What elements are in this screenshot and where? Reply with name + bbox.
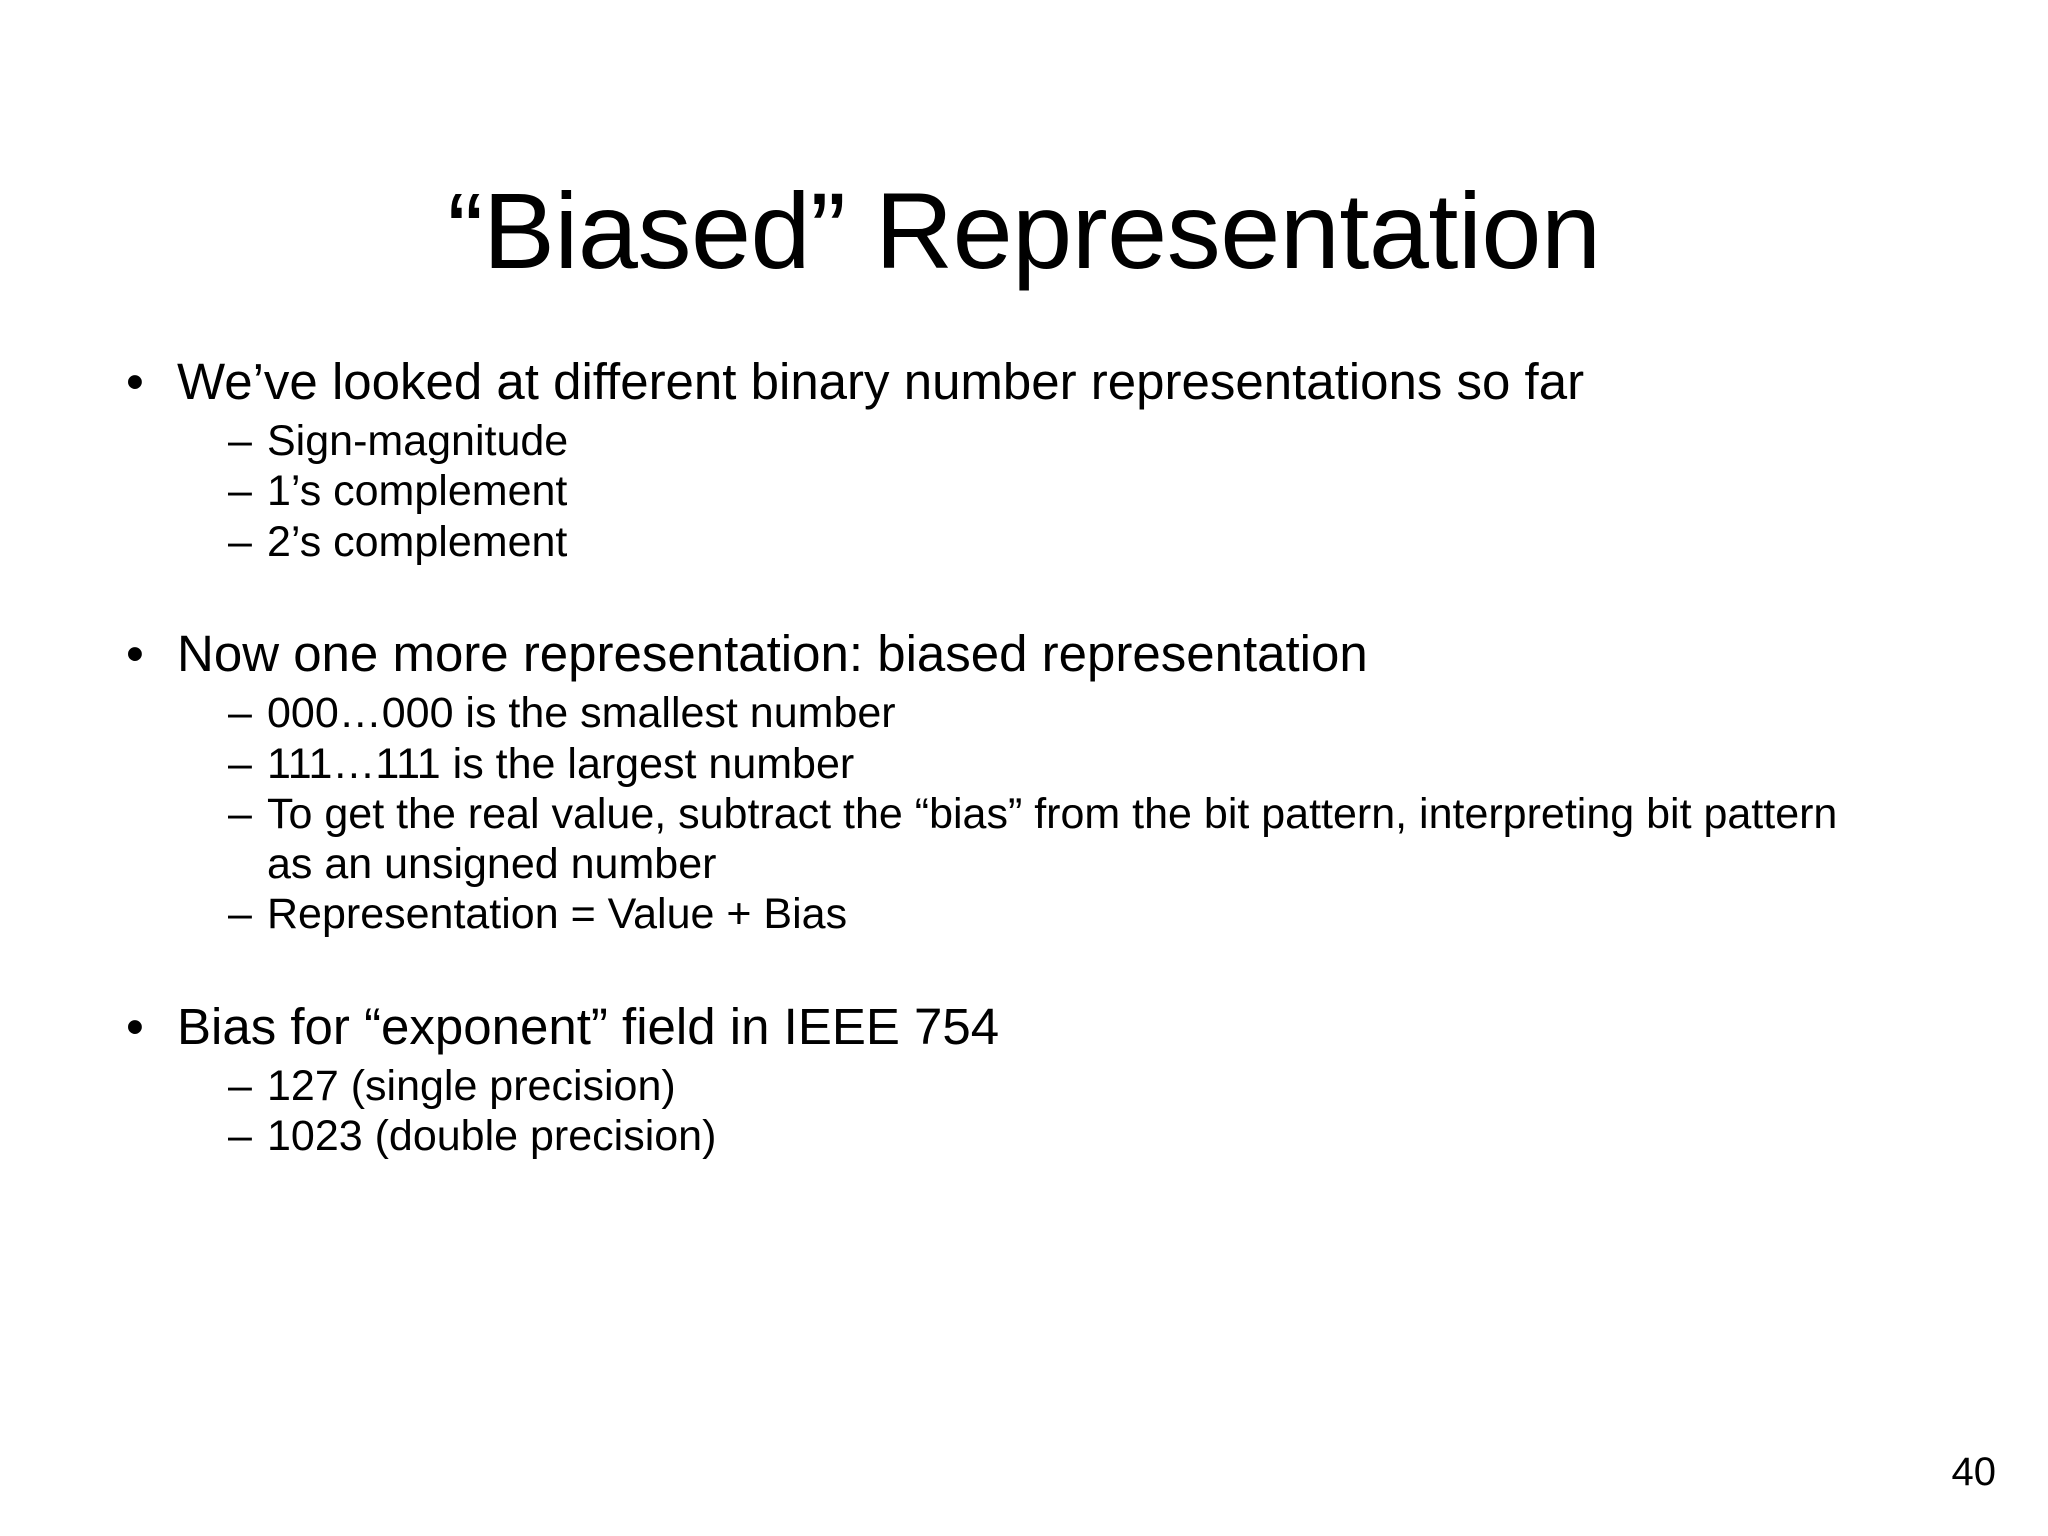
bullet-text: Now one more representation: biased repr… <box>177 625 1368 683</box>
sub-bullet-item: – 127 (single precision) <box>110 1061 1970 1111</box>
bullet-marker-icon: • <box>126 997 144 1055</box>
dash-marker-icon: – <box>228 1061 252 1110</box>
dash-marker-icon: – <box>228 417 252 466</box>
sub-bullet-item: – 1’s complement <box>110 466 1970 516</box>
bullet-item: • Bias for “exponent” field in IEEE 754 <box>110 997 1970 1057</box>
slide-title: “Biased” Representation <box>447 170 1601 292</box>
bullet-text: Bias for “exponent” field in IEEE 754 <box>177 997 1000 1055</box>
sub-bullet-list: – 127 (single precision) – 1023 (double … <box>110 1061 1970 1162</box>
bullet-group-representations: • We’ve looked at different binary numbe… <box>110 352 1970 567</box>
dash-marker-icon: – <box>228 789 252 838</box>
dash-marker-icon: – <box>228 739 252 788</box>
sub-bullet-text: 1’s complement <box>267 467 568 516</box>
sub-bullet-text: 000…000 is the smallest number <box>267 689 896 738</box>
sub-bullet-item: – 000…000 is the smallest number <box>110 688 1970 738</box>
page-number: 40 <box>1951 1450 1997 1494</box>
bullet-group-biased: • Now one more representation: biased re… <box>110 624 1970 940</box>
sub-bullet-text: 111…111 is the largest number <box>267 739 855 788</box>
sub-bullet-item: – Sign-magnitude <box>110 416 1970 466</box>
sub-bullet-item: – 2’s complement <box>110 517 1970 567</box>
sub-bullet-item: – To get the real value, subtract the “b… <box>110 789 1970 890</box>
bullet-marker-icon: • <box>126 625 144 683</box>
sub-bullet-item: – Representation = Value + Bias <box>110 889 1970 939</box>
sub-bullet-text: Sign-magnitude <box>267 417 569 466</box>
sub-bullet-item: – 111…111 is the largest number <box>110 739 1970 789</box>
dash-marker-icon: – <box>228 890 252 939</box>
dash-marker-icon: – <box>228 517 252 566</box>
sub-bullet-text: 1023 (double precision) <box>267 1112 717 1161</box>
sub-bullet-list: – Sign-magnitude – 1’s complement – 2’s … <box>110 416 1970 567</box>
sub-bullet-item: – 1023 (double precision) <box>110 1111 1970 1161</box>
dash-marker-icon: – <box>228 689 252 738</box>
bullet-item: • Now one more representation: biased re… <box>110 624 1970 684</box>
sub-bullet-text: 2’s complement <box>267 517 568 566</box>
sub-bullet-text: Representation = Value + Bias <box>267 890 848 939</box>
dash-marker-icon: – <box>228 1112 252 1161</box>
slide-body: • We’ve looked at different binary numbe… <box>110 352 1970 1161</box>
bullet-group-ieee754: • Bias for “exponent” field in IEEE 754 … <box>110 997 1970 1162</box>
sub-bullet-text: To get the real value, subtract the “bia… <box>267 789 1838 889</box>
sub-bullet-text: 127 (single precision) <box>267 1061 676 1110</box>
sub-bullet-list: – 000…000 is the smallest number – 111…1… <box>110 688 1970 939</box>
bullet-text: We’ve looked at different binary number … <box>177 353 1585 410</box>
bullet-marker-icon: • <box>126 353 144 410</box>
bullet-item: • We’ve looked at different binary numbe… <box>110 352 1970 412</box>
dash-marker-icon: – <box>228 467 252 516</box>
